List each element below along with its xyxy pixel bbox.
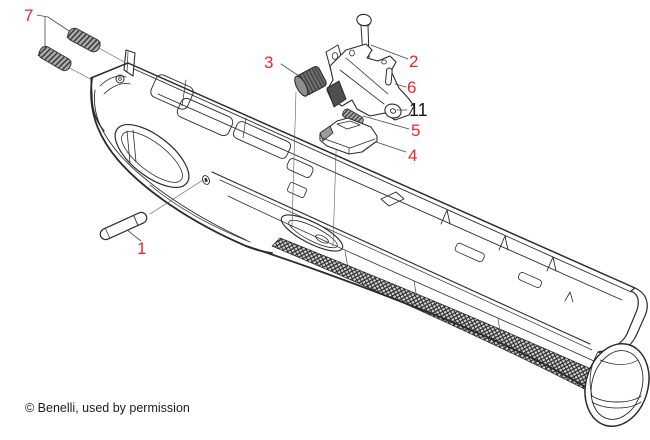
forend-receiver-body bbox=[90, 49, 636, 363]
part-carrier-latch-assembly bbox=[325, 43, 415, 121]
callout-5: 5 bbox=[411, 121, 421, 140]
part-recoil-spring-lower bbox=[37, 45, 72, 72]
forend-tube-end bbox=[584, 287, 650, 428]
part-detent-pin bbox=[385, 67, 393, 86]
callout-2: 2 bbox=[409, 52, 419, 71]
part-latch-button bbox=[319, 117, 378, 155]
latch-button-slot bbox=[280, 214, 344, 252]
callout-4: 4 bbox=[408, 146, 418, 165]
part-knurled-button bbox=[294, 66, 327, 97]
callout-7: 7 bbox=[24, 6, 34, 25]
leader-lines bbox=[36, 14, 410, 242]
latch-pad bbox=[326, 80, 347, 108]
part-recoil-spring-upper bbox=[66, 27, 101, 53]
callout-11: 11 bbox=[409, 100, 428, 120]
copyright-text: © Benelli, used by permission bbox=[25, 401, 190, 415]
part-action-pin bbox=[99, 175, 210, 241]
latch-pivot-disc bbox=[384, 103, 402, 119]
hatch-shading bbox=[245, 237, 603, 399]
callout-6: 6 bbox=[407, 78, 417, 97]
callout-1: 1 bbox=[137, 239, 147, 258]
callout-3: 3 bbox=[264, 53, 274, 72]
